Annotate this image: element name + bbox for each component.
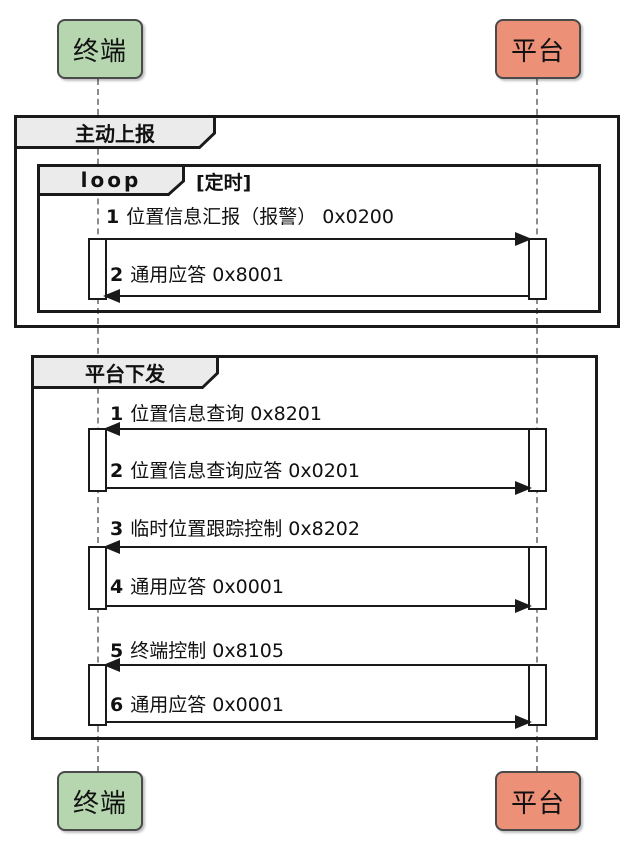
frame-platform-dispatch <box>31 355 598 740</box>
loop-keyword: loop <box>40 167 182 193</box>
loop-frame <box>37 164 601 313</box>
frame-active-report-title: 主动上报 <box>17 118 213 146</box>
activation-bar-terminal <box>88 664 107 726</box>
lifeline-terminal <box>97 79 99 772</box>
message-label: 1 位置信息汇报（报警） 0x0200 <box>106 202 394 229</box>
message-number: 3 <box>110 518 124 540</box>
message-label: 3 临时位置跟踪控制 0x8202 <box>110 514 360 541</box>
message-text: 位置信息查询应答 0x0201 <box>130 460 360 482</box>
message-label: 4 通用应答 0x0001 <box>110 572 284 599</box>
message-text: 通用应答 0x0001 <box>130 694 284 716</box>
message-text: 通用应答 0x8001 <box>130 264 284 286</box>
actor-platform-bottom: 平台 <box>495 771 581 831</box>
message-number: 2 <box>110 264 124 286</box>
actor-terminal-label: 终端 <box>72 36 127 67</box>
lifeline-platform <box>536 79 538 772</box>
actor-platform-label: 平台 <box>510 788 565 819</box>
actor-terminal-label: 终端 <box>72 788 127 819</box>
activation-bar-platform <box>528 546 547 610</box>
frame-active-report-tab: 主动上报 <box>14 115 216 149</box>
loop-guard: [定时] <box>196 172 252 194</box>
message-label: 6 通用应答 0x0001 <box>110 690 284 717</box>
activation-bar-platform <box>528 428 547 492</box>
message-number: 5 <box>110 640 124 662</box>
message-label: 5 终端控制 0x8105 <box>110 636 284 663</box>
message-label: 2 通用应答 0x8001 <box>110 260 284 287</box>
message-number: 1 <box>110 403 124 425</box>
activation-bar-terminal <box>88 238 107 300</box>
message-text: 位置信息查询 0x8201 <box>130 403 322 425</box>
message-arrow-right <box>107 481 532 495</box>
message-arrow-left <box>103 540 528 554</box>
message-text: 临时位置跟踪控制 0x8202 <box>130 518 360 540</box>
activation-bar-terminal <box>88 428 107 492</box>
activation-bar-platform <box>528 664 547 726</box>
message-label: 1 位置信息查询 0x8201 <box>110 399 322 426</box>
message-text: 通用应答 0x0001 <box>130 576 284 598</box>
message-arrow-right <box>107 232 532 246</box>
frame-platform-dispatch-title: 平台下发 <box>34 358 216 386</box>
message-number: 1 <box>106 206 120 228</box>
message-number: 2 <box>110 460 124 482</box>
message-arrow-left <box>103 658 528 672</box>
actor-platform-top: 平台 <box>495 19 581 79</box>
activation-bar-platform <box>528 238 547 300</box>
message-label: 2 位置信息查询应答 0x0201 <box>110 456 360 483</box>
message-number: 6 <box>110 694 124 716</box>
message-arrow-right <box>107 715 532 729</box>
actor-platform-label: 平台 <box>510 36 565 67</box>
frame-platform-dispatch-tab: 平台下发 <box>31 355 219 389</box>
loop-frame-tab: loop <box>37 164 185 196</box>
message-arrow-right <box>107 599 532 613</box>
message-arrow-left <box>103 289 528 303</box>
message-text: 终端控制 0x8105 <box>130 640 284 662</box>
actor-terminal-bottom: 终端 <box>57 771 143 831</box>
activation-bar-terminal <box>88 546 107 610</box>
message-arrow-left <box>103 422 528 436</box>
message-text: 位置信息汇报（报警） 0x0200 <box>126 206 394 228</box>
message-number: 4 <box>110 576 124 598</box>
frame-active-report <box>14 115 620 328</box>
actor-terminal-top: 终端 <box>57 19 143 79</box>
